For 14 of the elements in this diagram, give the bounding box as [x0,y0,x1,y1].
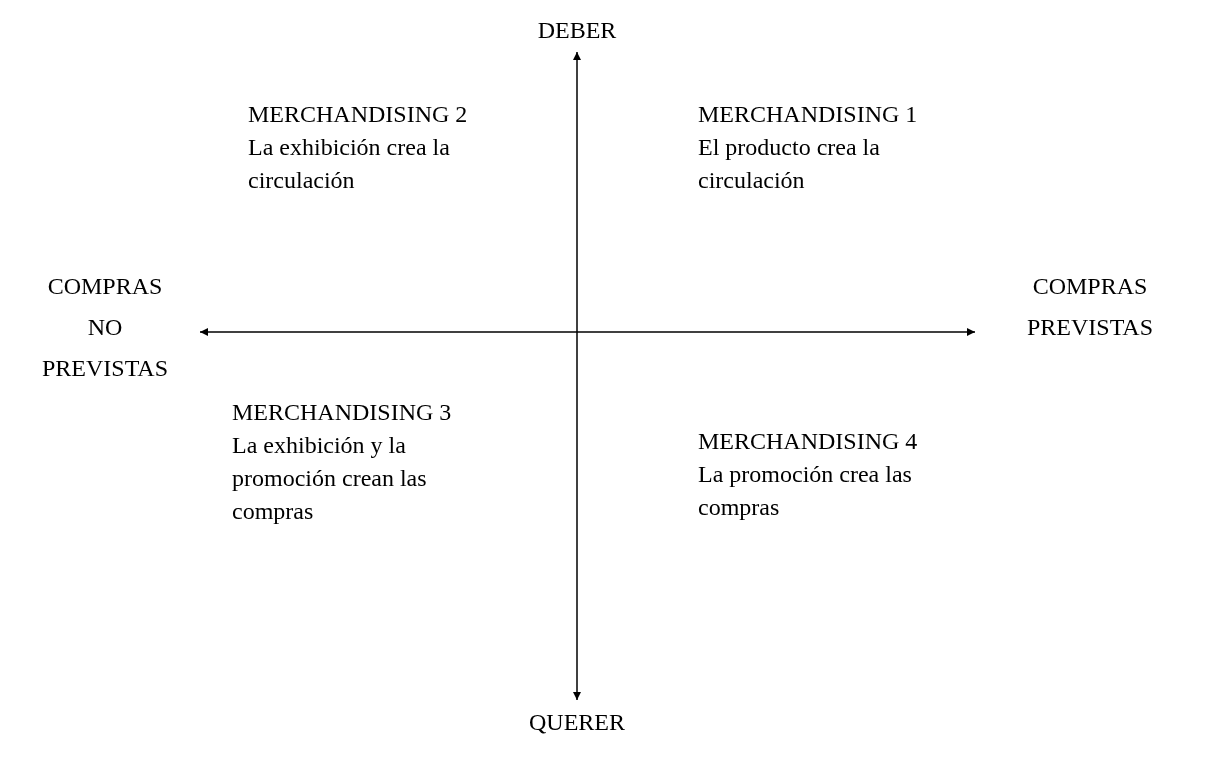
quadrant-heading: MERCHANDISING 3 [232,398,453,427]
quadrant-description: La exhibición y la promoción crean las compras [232,431,428,526]
quadrant-description: La exhibición crea la circulación [248,133,451,195]
axis-pole-label: QUERER [529,707,625,737]
axis-pole-label: COMPRAS PREVISTAS [1025,272,1155,342]
axis-pole-label: DEBER [537,15,617,45]
axis-pole-label: COMPRAS NO PREVISTAS [40,271,170,383]
double-headed-arrow [573,51,581,701]
quadrant-heading: MERCHANDISING 1 [698,100,919,129]
double-headed-arrow [199,328,976,336]
quadrant-description: El producto crea la circulación [698,133,881,195]
quadrant-heading: MERCHANDISING 2 [248,100,469,129]
quadrant-description: La promoción crea las compras [698,460,913,522]
quadrant-heading: MERCHANDISING 4 [698,427,919,456]
